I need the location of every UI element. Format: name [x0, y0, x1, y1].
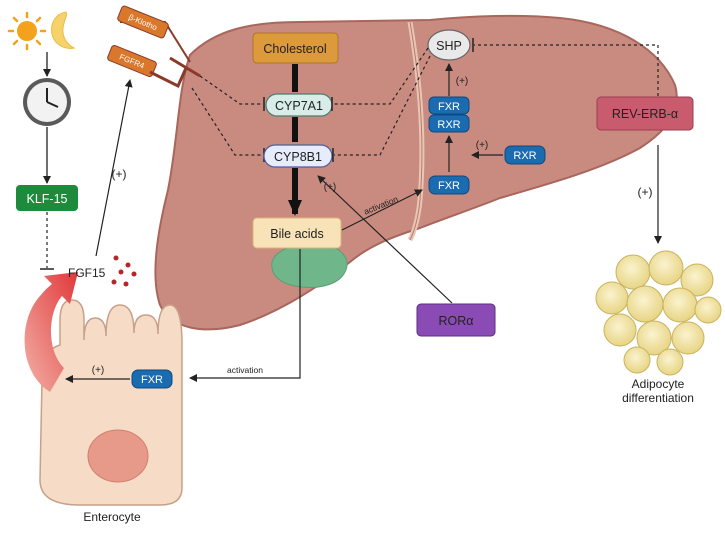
- rev-erb-node: REV-ERB-α: [596, 96, 694, 131]
- shp-node: SHP: [427, 29, 471, 61]
- fxr-rxr-complex: FXR RXR: [428, 96, 470, 133]
- cyp8b1-node: CYP8B1: [263, 144, 333, 168]
- svg-text:REV-ERB-α: REV-ERB-α: [612, 107, 678, 121]
- plus-rev: (+): [638, 185, 653, 199]
- svg-text:CYP8B1: CYP8B1: [274, 150, 322, 164]
- svg-text:Cholesterol: Cholesterol: [263, 42, 326, 56]
- sun-icon: [7, 11, 47, 51]
- cyp7a1-node: CYP7A1: [265, 93, 333, 117]
- svg-text:RORα: RORα: [438, 314, 473, 328]
- fgfr4-receptor: FGFR4: [107, 44, 157, 78]
- fgf15-particles: [111, 255, 137, 287]
- svg-text:RXR: RXR: [437, 119, 460, 131]
- fxr-enterocyte-node: FXR: [131, 369, 173, 389]
- svg-text:RXR: RXR: [513, 150, 536, 162]
- gallbladder: [271, 243, 348, 288]
- plus-fgf15: (+): [112, 167, 127, 181]
- svg-text:FXR: FXR: [438, 101, 460, 113]
- adipocyte-label-line1: Adipocyte: [632, 377, 685, 391]
- adipocyte-label-line2: differentiation: [622, 391, 694, 405]
- plus-rxr: (+): [476, 140, 489, 151]
- fgf15-label: FGF15: [68, 266, 106, 280]
- svg-text:FXR: FXR: [141, 374, 163, 386]
- svg-text:FXR: FXR: [438, 180, 460, 192]
- rxr-side-node: RXR: [504, 145, 546, 165]
- enterocyte-cell: [39, 299, 183, 506]
- adipocyte-cluster: [595, 250, 722, 376]
- liver: [154, 14, 678, 331]
- activation-gut-label: activation: [227, 365, 263, 375]
- plus-ror: (+): [324, 182, 337, 193]
- svg-text:SHP: SHP: [436, 39, 462, 53]
- svg-text:CYP7A1: CYP7A1: [275, 99, 323, 113]
- plus-enterocyte: (+): [92, 365, 105, 376]
- fxr-liver-node: FXR: [428, 175, 470, 195]
- feedback-arrow: [24, 272, 78, 392]
- klf15-node: KLF-15: [16, 185, 78, 211]
- ror-alpha-node: RORα: [416, 303, 496, 337]
- moon-icon: [51, 11, 76, 49]
- svg-text:KLF-15: KLF-15: [27, 192, 68, 206]
- svg-text:Bile acids: Bile acids: [270, 227, 324, 241]
- bile-acids-node: Bile acids: [252, 217, 342, 249]
- plus-shp: (+): [456, 76, 469, 87]
- cholesterol-node: Cholesterol: [252, 32, 339, 64]
- beta-klotho-receptor: β-Klotho: [117, 5, 191, 63]
- enterocyte-label: Enterocyte: [83, 510, 141, 524]
- clock-icon: [23, 78, 71, 126]
